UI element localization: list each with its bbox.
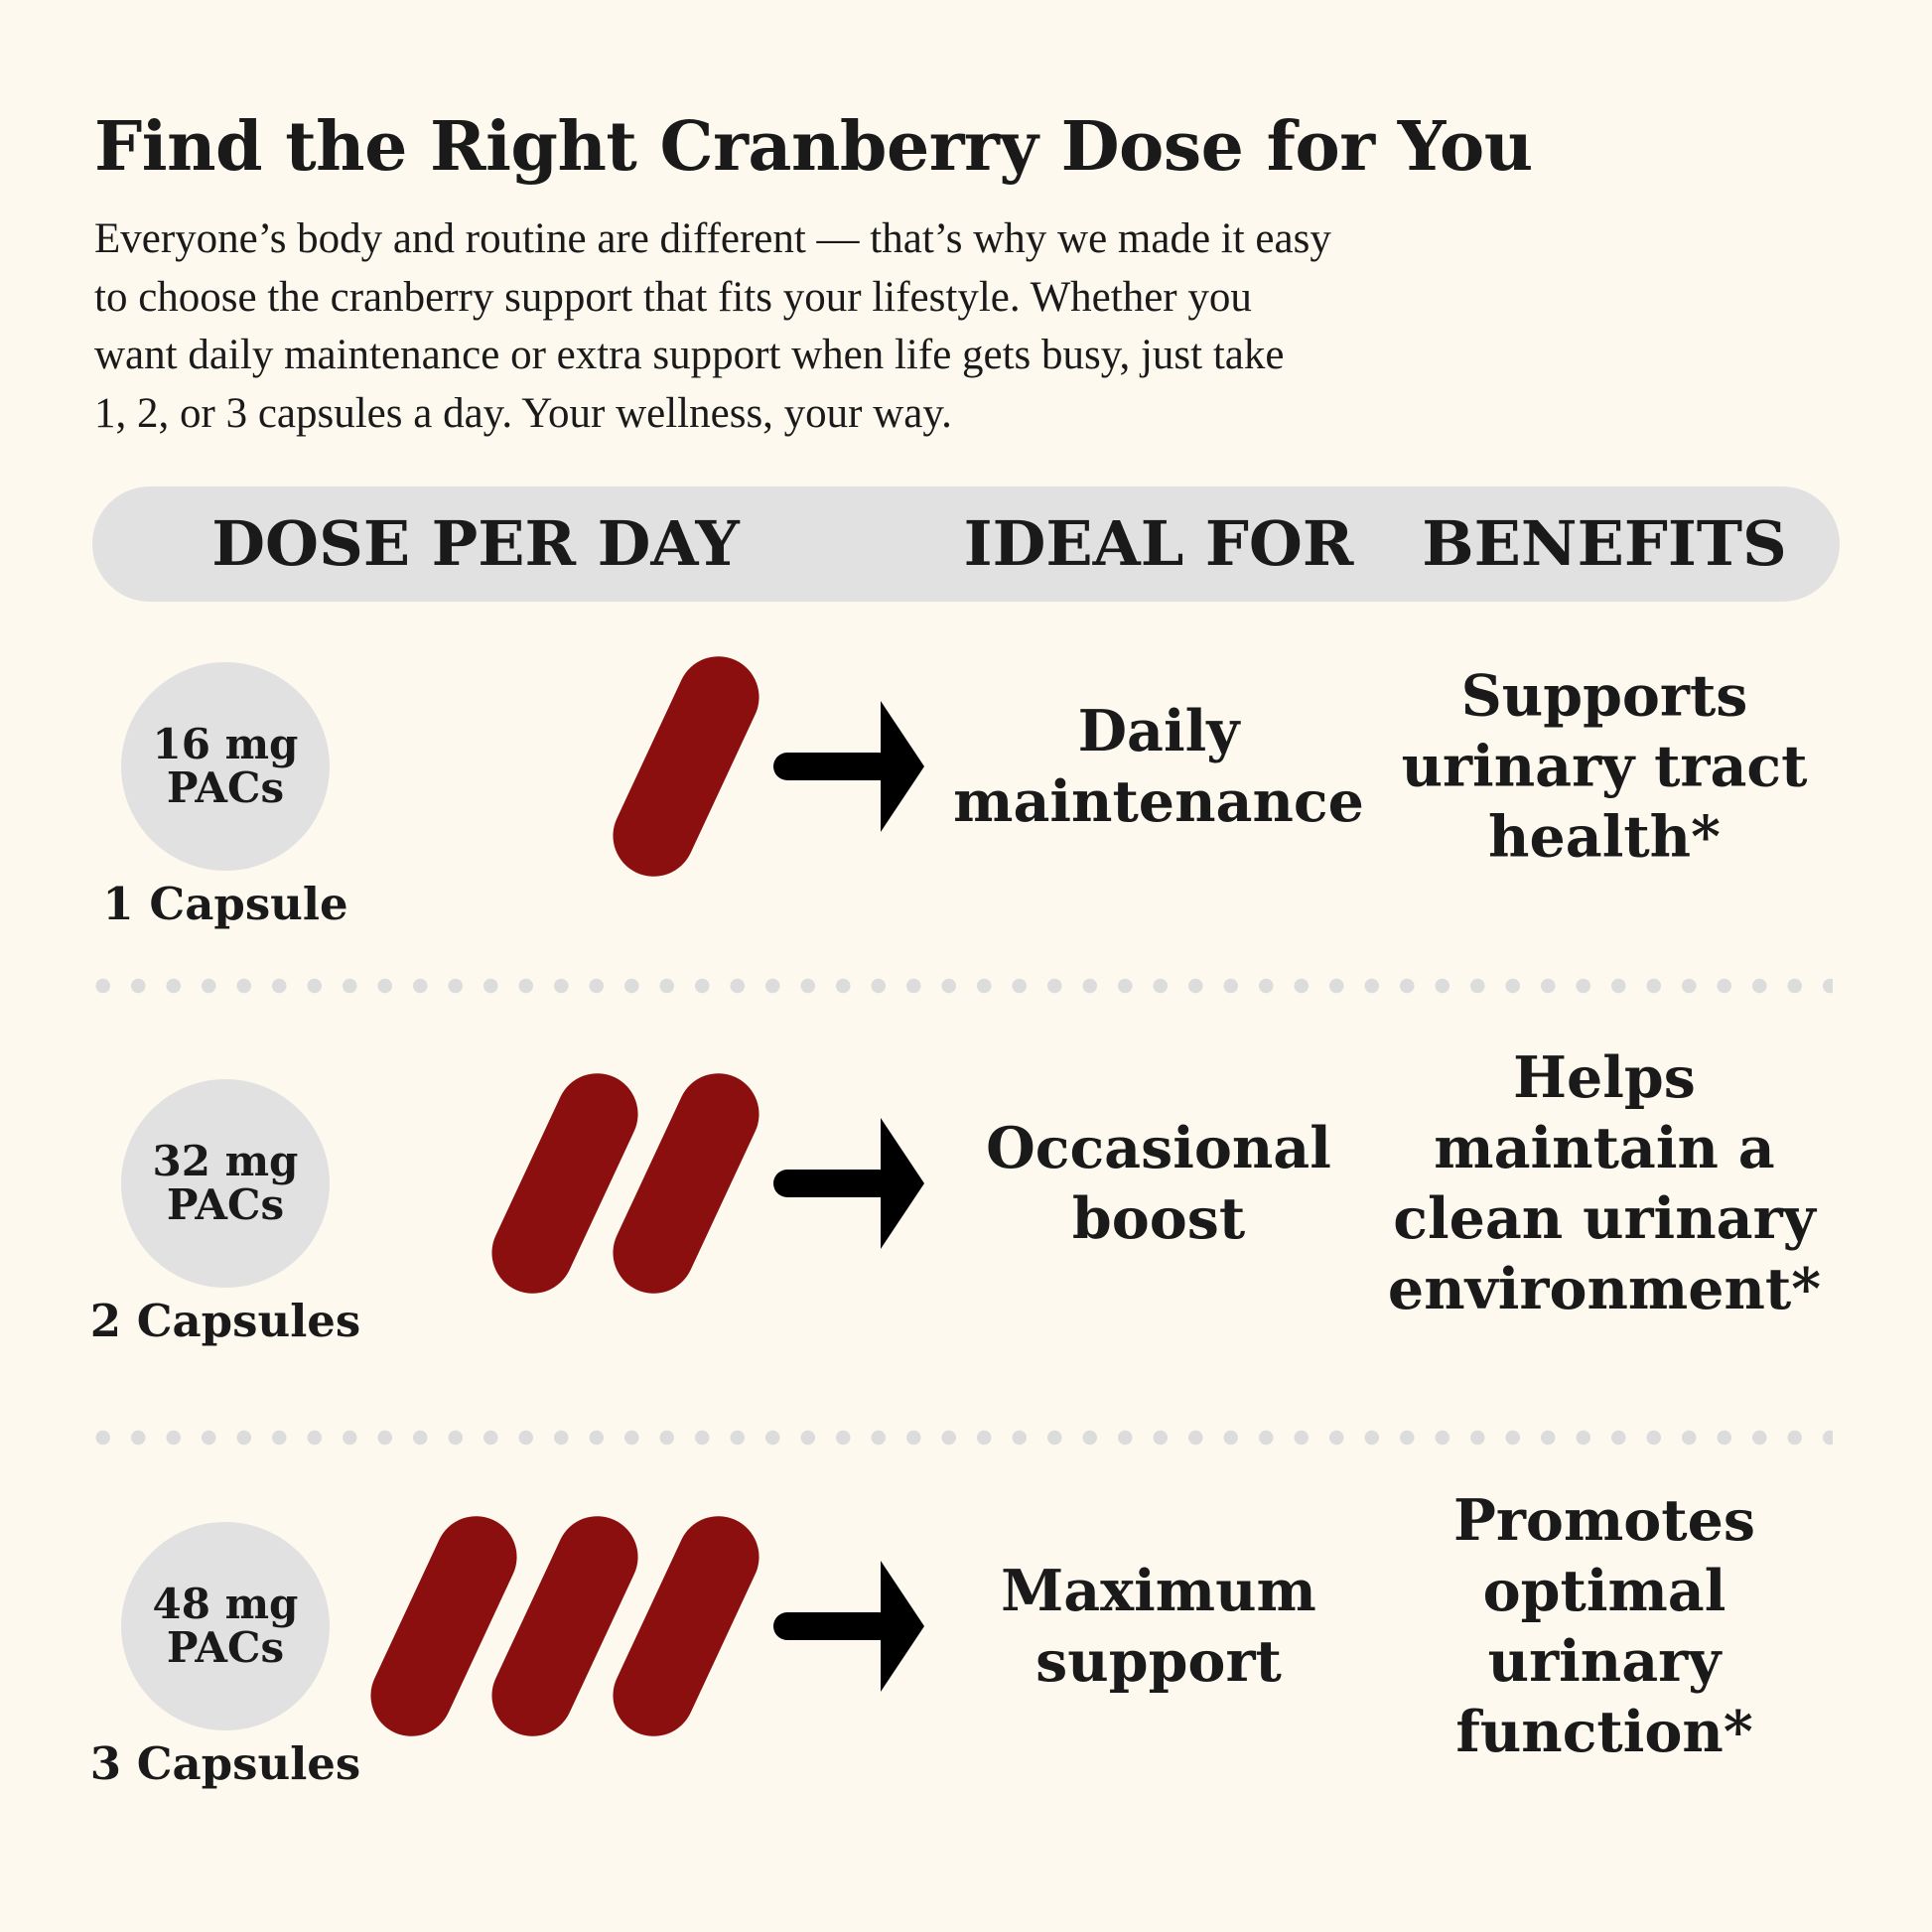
- benefit-line: urinary: [1487, 1628, 1722, 1695]
- benefit-line: function*: [1455, 1699, 1753, 1765]
- benefit-line: Helps: [1513, 1044, 1696, 1111]
- ideal-line: support: [1035, 1628, 1282, 1695]
- dotted-divider: [85, 978, 1833, 994]
- benefit-line: maintain a: [1434, 1115, 1775, 1181]
- dose-unit: PACs: [166, 763, 285, 812]
- ideal-line: Maximum: [1001, 1558, 1316, 1624]
- dose-amount: 32 mg: [152, 1137, 299, 1185]
- capsule-count-label: 2 Capsules: [89, 1295, 361, 1347]
- intro-paragraph: Everyone’s body and routine are differen…: [94, 210, 1643, 443]
- intro-line: want daily maintenance or extra support …: [94, 332, 1285, 378]
- dose-badge: 48 mg PACs: [121, 1522, 330, 1730]
- ideal-line: boost: [1071, 1185, 1246, 1252]
- dotted-divider: [85, 1430, 1833, 1446]
- dose-amount: 48 mg: [152, 1580, 299, 1628]
- capsule-count-label: 3 Capsules: [89, 1737, 361, 1790]
- benefit-line: health*: [1488, 803, 1721, 871]
- benefit-line: optimal: [1482, 1558, 1726, 1624]
- benefit-line: Supports: [1460, 662, 1748, 730]
- dose-unit: PACs: [166, 1623, 285, 1672]
- dose-badge: 16 mg PACs: [121, 662, 330, 871]
- page-title: Find the Right Cranberry Dose for You: [94, 107, 1533, 187]
- benefit-line: clean urinary: [1393, 1185, 1816, 1252]
- table-header: DOSE PER DAY IDEAL FOR BENEFITS: [92, 486, 1840, 602]
- benefit-line: Promotes: [1453, 1487, 1755, 1554]
- benefit-line: environment*: [1387, 1256, 1822, 1322]
- ideal-line: Occasional: [986, 1115, 1331, 1181]
- ideal-line: maintenance: [953, 768, 1364, 835]
- capsule-count-label: 1 Capsule: [102, 878, 348, 930]
- intro-line: Everyone’s body and routine are differen…: [94, 215, 1331, 262]
- header-benefits: BENEFITS: [1422, 507, 1787, 580]
- ideal-line: Daily: [1077, 698, 1240, 764]
- capsule-icon: [599, 642, 773, 891]
- intro-line: to choose the cranberry support that fit…: [94, 273, 1252, 321]
- dose-badge: 32 mg PACs: [121, 1079, 330, 1288]
- header-ideal-for: IDEAL FOR: [963, 507, 1354, 580]
- benefit-line: urinary tract: [1401, 733, 1808, 800]
- dose-unit: PACs: [166, 1180, 285, 1229]
- header-dose-per-day: DOSE PER DAY: [211, 507, 740, 580]
- dose-amount: 16 mg: [152, 720, 299, 768]
- intro-line: 1, 2, or 3 capsules a day. Your wellness…: [94, 389, 952, 437]
